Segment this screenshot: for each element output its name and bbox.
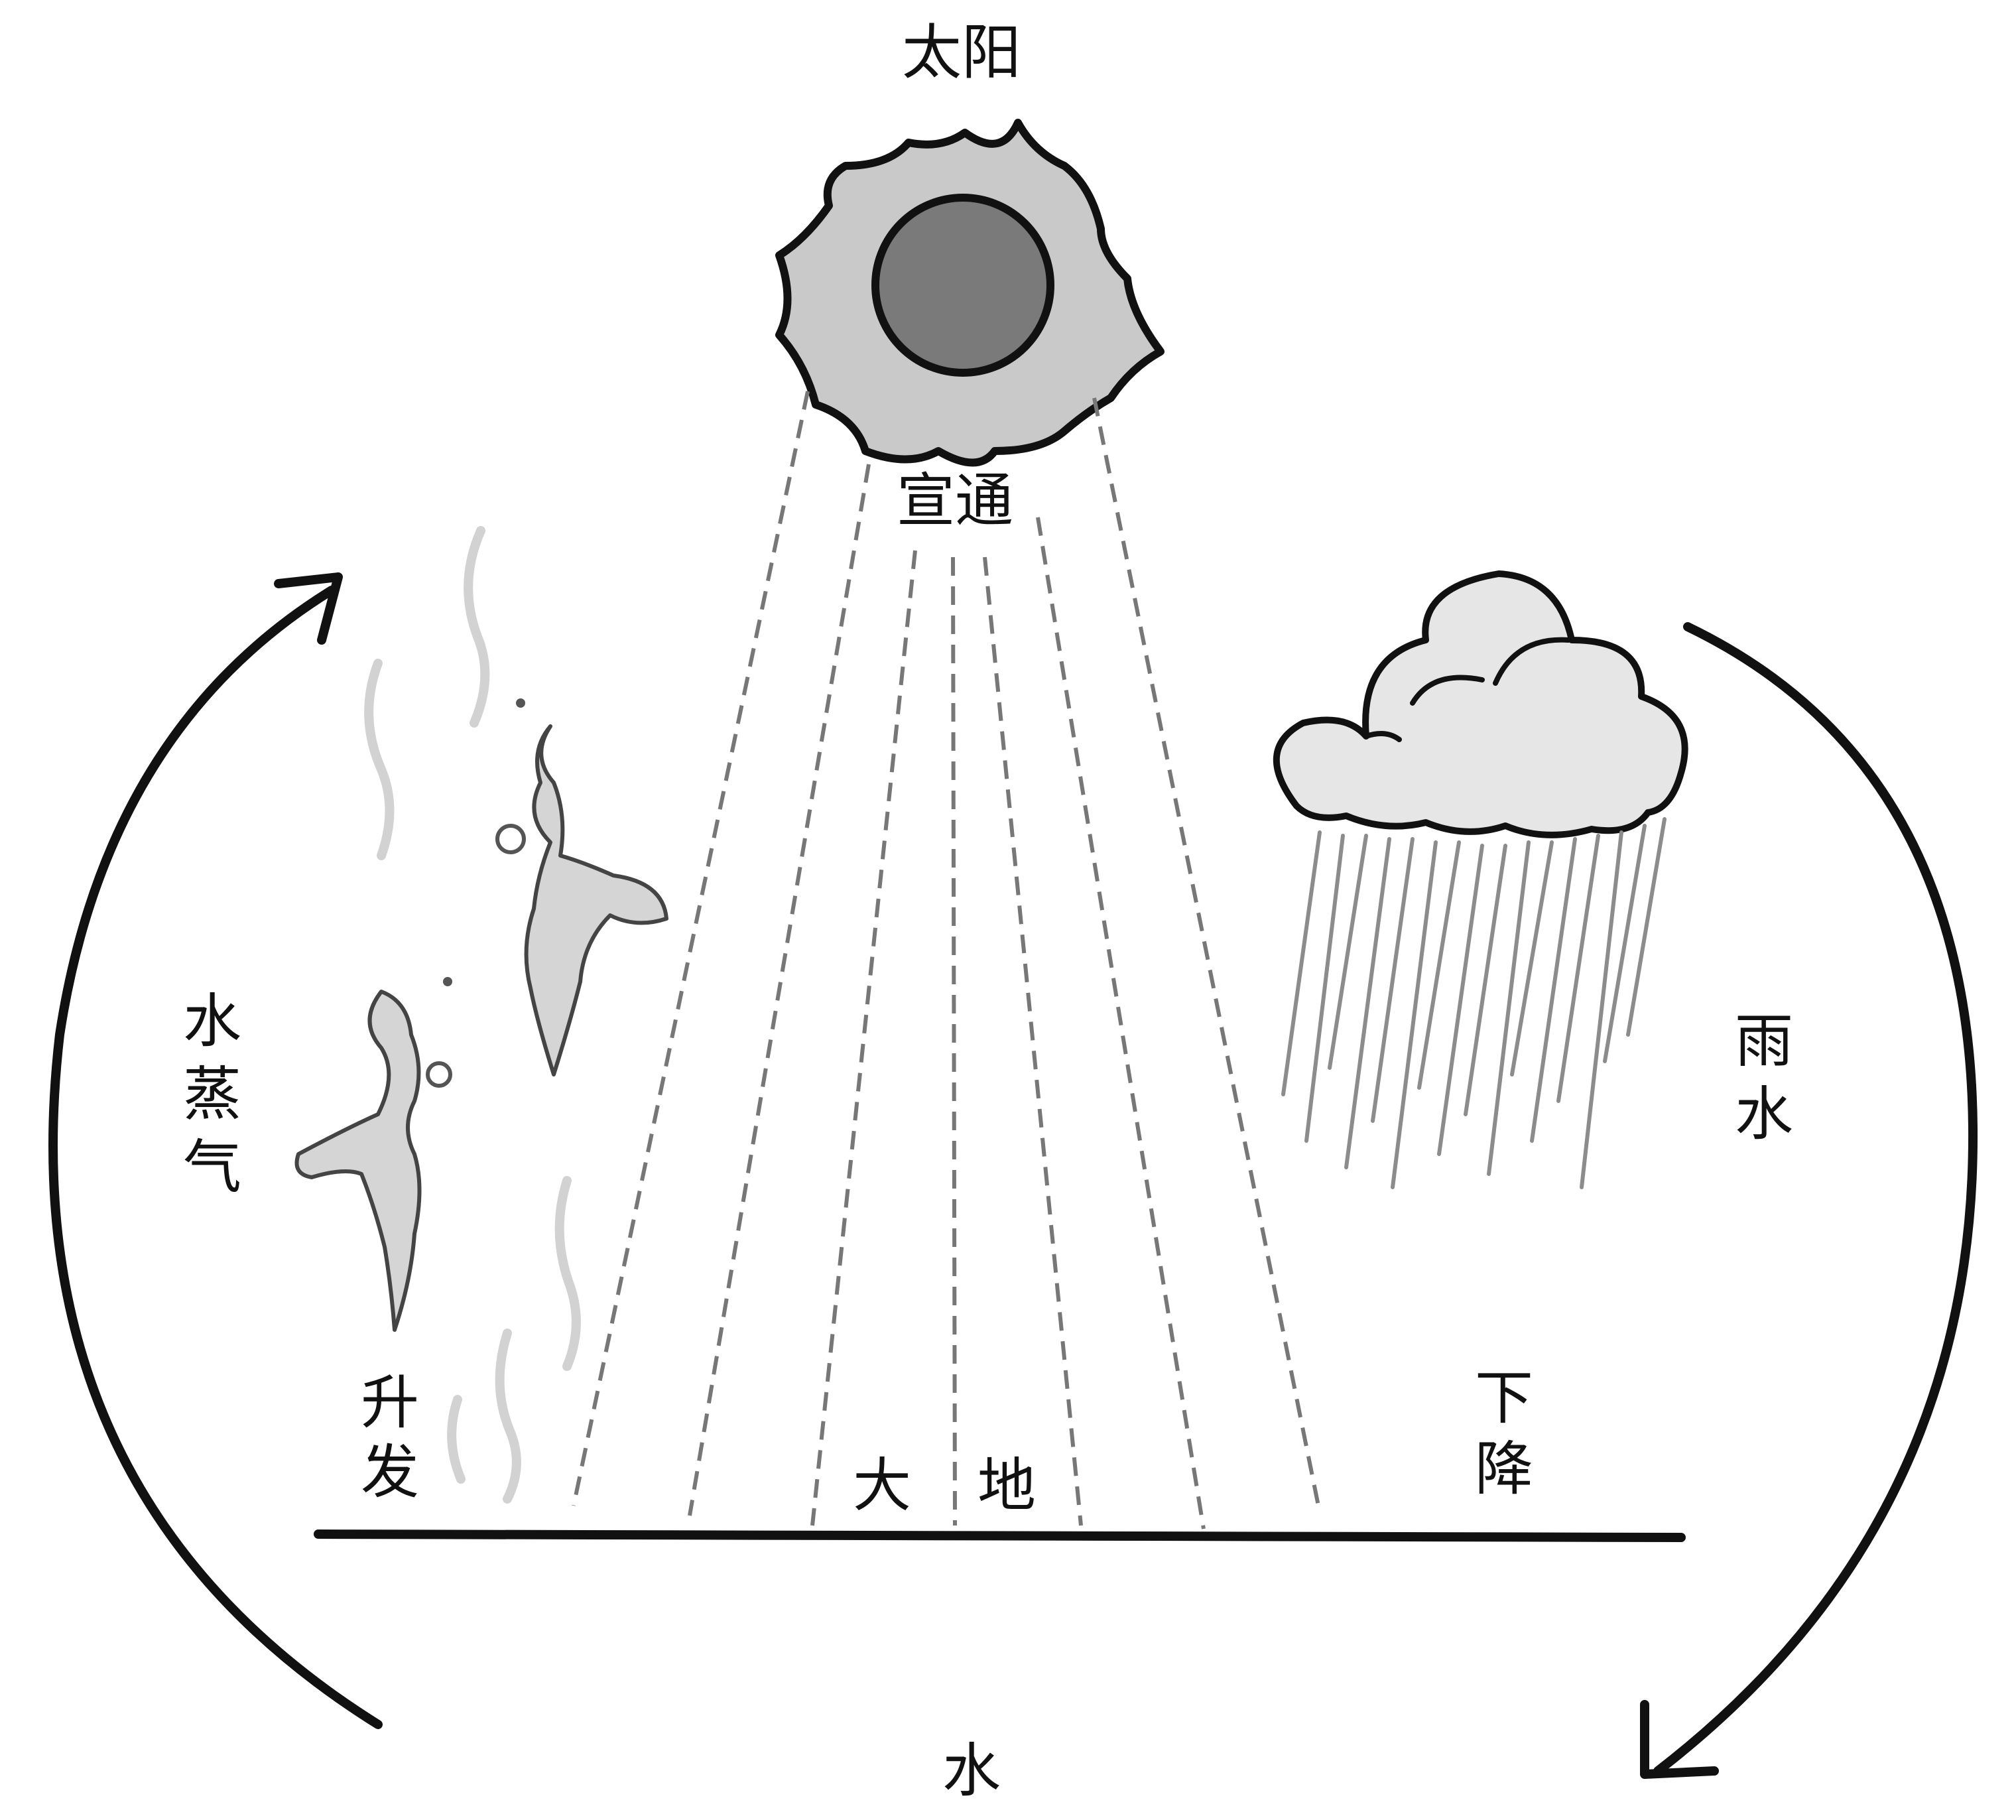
rise-label-1: 升	[361, 1368, 419, 1437]
light-ray	[1036, 517, 1206, 1529]
vapor-plume	[524, 724, 668, 1076]
rise-arrow	[48, 572, 383, 1729]
cloud-detail	[1410, 675, 1485, 706]
vapor-plumes	[294, 526, 668, 1504]
water-label: 水	[942, 1736, 1001, 1805]
vapor-plume	[294, 990, 422, 1332]
vapor-droplet	[516, 698, 525, 708]
vapor-droplet	[443, 977, 452, 986]
vapor-droplet	[495, 824, 526, 854]
light-rays	[572, 391, 1322, 1529]
earth-label-right: 地	[977, 1451, 1036, 1520]
rain-label-1: 雨	[1735, 1007, 1793, 1075]
arrow-head-down	[1640, 1700, 1719, 1779]
vapor-droplet	[426, 1061, 452, 1088]
steam-wisp	[464, 526, 490, 728]
ground-line	[314, 1529, 1686, 1542]
light-ray	[983, 556, 1083, 1526]
cloud-icon	[1273, 570, 1688, 838]
vapor-label-3: 气	[183, 1133, 241, 1201]
rain-streaks	[1281, 817, 1667, 1189]
light-ray	[572, 391, 810, 1506]
fall-label-2: 降	[1475, 1435, 1533, 1503]
sun-icon	[775, 119, 1165, 467]
sun-label: 太阳	[902, 18, 1021, 88]
light-ray	[951, 556, 957, 1526]
rise-label-2: 发	[361, 1438, 419, 1506]
cloud-detail	[1363, 731, 1402, 742]
steam-wisp	[495, 1329, 521, 1504]
arrow-head-up	[274, 572, 343, 645]
steam-wisp	[447, 1395, 466, 1484]
light-ray	[1092, 397, 1322, 1513]
light-ray	[810, 550, 917, 1526]
sun-core	[871, 194, 1054, 377]
steam-wisp	[364, 659, 395, 860]
rain-label-2: 水	[1735, 1080, 1793, 1148]
steam-wisp	[554, 1176, 581, 1371]
earth-label-left: 大	[853, 1451, 911, 1520]
vapor-label-2: 蒸	[183, 1060, 241, 1128]
light-ray	[688, 464, 871, 1516]
fall-arrow	[1640, 622, 1978, 1779]
fall-label-1: 下	[1475, 1364, 1533, 1432]
diffuse-label: 宣通	[897, 466, 1013, 535]
cloud-detail	[1493, 637, 1571, 686]
vapor-label-1: 水	[183, 987, 241, 1055]
